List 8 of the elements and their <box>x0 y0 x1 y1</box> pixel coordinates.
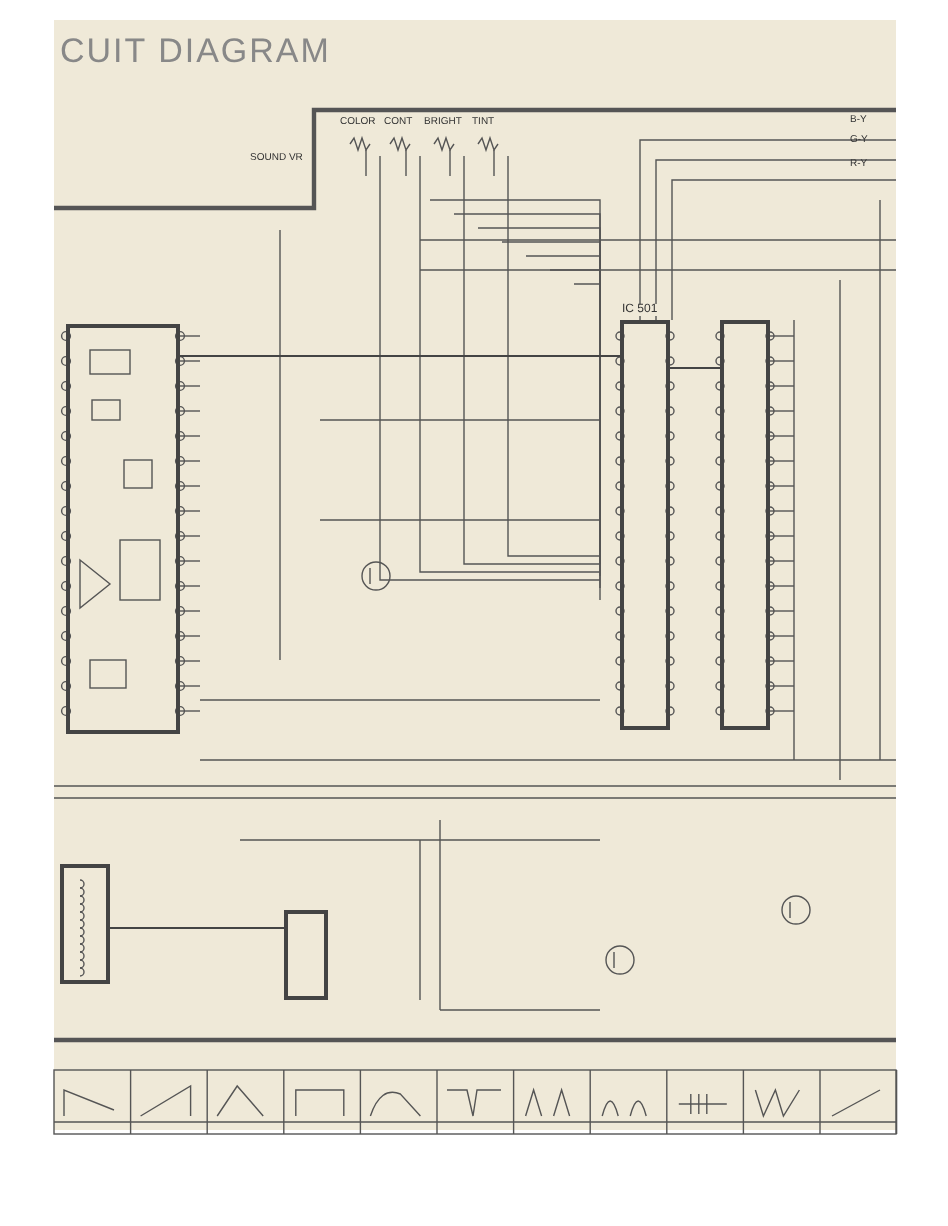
diagram-title: CUIT DIAGRAM <box>60 32 331 72</box>
wire <box>669 367 721 369</box>
ic-chip <box>720 320 770 730</box>
wire <box>179 355 621 357</box>
ic-chip <box>66 324 180 734</box>
wire <box>109 927 285 929</box>
ic-chip <box>284 910 328 1000</box>
ic-chip <box>60 864 110 984</box>
